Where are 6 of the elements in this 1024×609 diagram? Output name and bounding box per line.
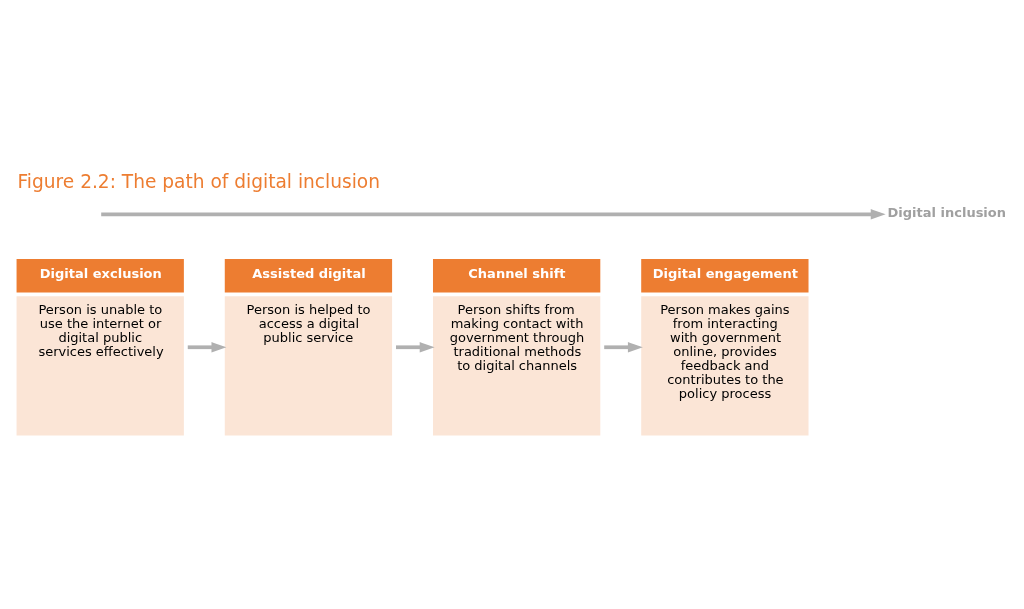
diagram-title: Figure 2.2: The path of digital inclusion [17, 171, 380, 193]
node-text: Digital inclusion [887, 204, 1007, 220]
arrow [187, 342, 227, 353]
arrow [604, 342, 643, 353]
arrow [396, 342, 435, 353]
arrow [101, 209, 886, 220]
